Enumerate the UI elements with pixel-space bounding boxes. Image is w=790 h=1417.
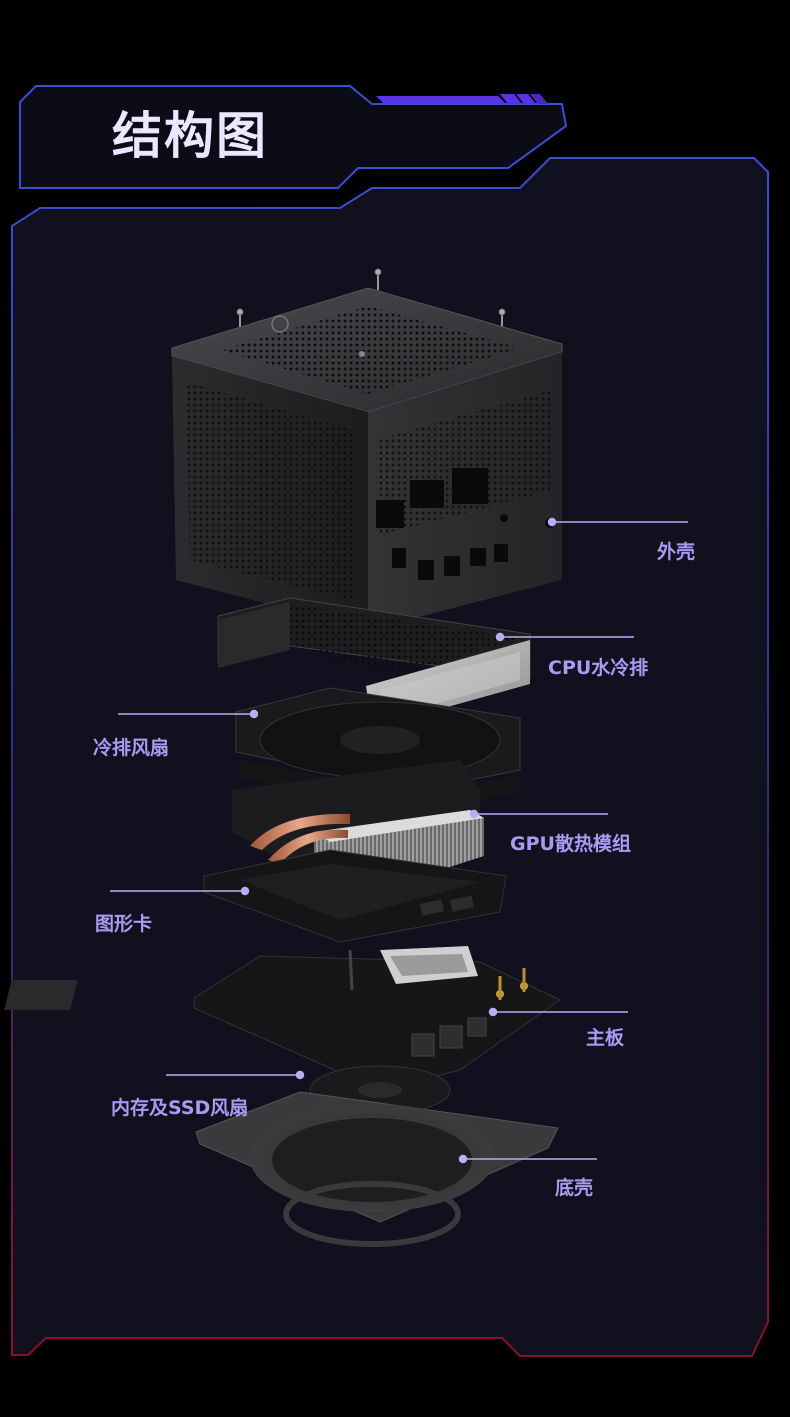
page-title: 结构图 bbox=[112, 104, 268, 168]
label-bottom-shell: 底壳 bbox=[555, 1176, 593, 1200]
label-radiator-fan: 冷排风扇 bbox=[93, 736, 169, 760]
label-cpu-radiator: CPU水冷排 bbox=[548, 656, 648, 680]
label-shell: 外壳 bbox=[657, 540, 695, 564]
label-memory-ssd-fan: 内存及SSD风扇 bbox=[111, 1096, 248, 1120]
label-graphics-card: 图形卡 bbox=[95, 912, 152, 936]
label-motherboard: 主板 bbox=[586, 1026, 624, 1050]
label-gpu-heatsink: GPU散热模组 bbox=[510, 832, 631, 856]
